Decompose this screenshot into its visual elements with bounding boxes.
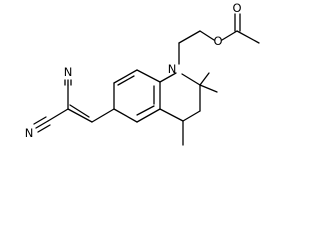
bond-n1-c2	[181, 73, 201, 86]
bond-c-cn-lower	[47, 108, 69, 122]
bond-ring-c6-c5	[113, 108, 138, 123]
carbonyl-oxygen-label: O	[232, 1, 241, 15]
bond-ring-c8-c7	[113, 69, 138, 84]
bond-c2-methyl-a	[199, 72, 210, 86]
bond-c3-c4	[182, 110, 201, 122]
bond-ch2-ch2	[178, 30, 201, 44]
bond-c8a-n1	[159, 72, 177, 83]
bond-aromatic-inner-2	[136, 105, 155, 116]
bond-cn-lower-triple-c	[37, 124, 51, 133]
bond-vinyl-double-a	[67, 108, 93, 123]
bond-ring-c8a-c8	[136, 69, 161, 83]
bond-o-carbonyl-c	[221, 30, 238, 41]
bond-cn-lower-triple-b	[33, 116, 47, 125]
bond-c2-methyl-b	[199, 84, 218, 93]
bond-lines	[33, 13, 260, 146]
bond-c6-ch	[91, 108, 115, 123]
atom-labels: N O O N N	[25, 1, 242, 140]
nitrile-nitrogen-upper-label: N	[64, 65, 73, 79]
bond-ring-c5-c4a	[136, 108, 161, 123]
bond-aromatic-inner-1	[117, 75, 135, 86]
bond-carbonyl-methyl	[236, 30, 260, 44]
structure-diagram: N O O N N	[25, 1, 260, 146]
bond-cn-lower-triple-a	[35, 120, 49, 129]
bond-ch2-o	[199, 30, 215, 41]
bond-c4-c4a	[159, 108, 184, 122]
nitrile-nitrogen-lower-label: N	[25, 126, 34, 140]
ester-oxygen-label: O	[213, 34, 222, 48]
ring-nitrogen-label: N	[168, 62, 177, 76]
bond-vinyl-double-b	[69, 104, 90, 118]
